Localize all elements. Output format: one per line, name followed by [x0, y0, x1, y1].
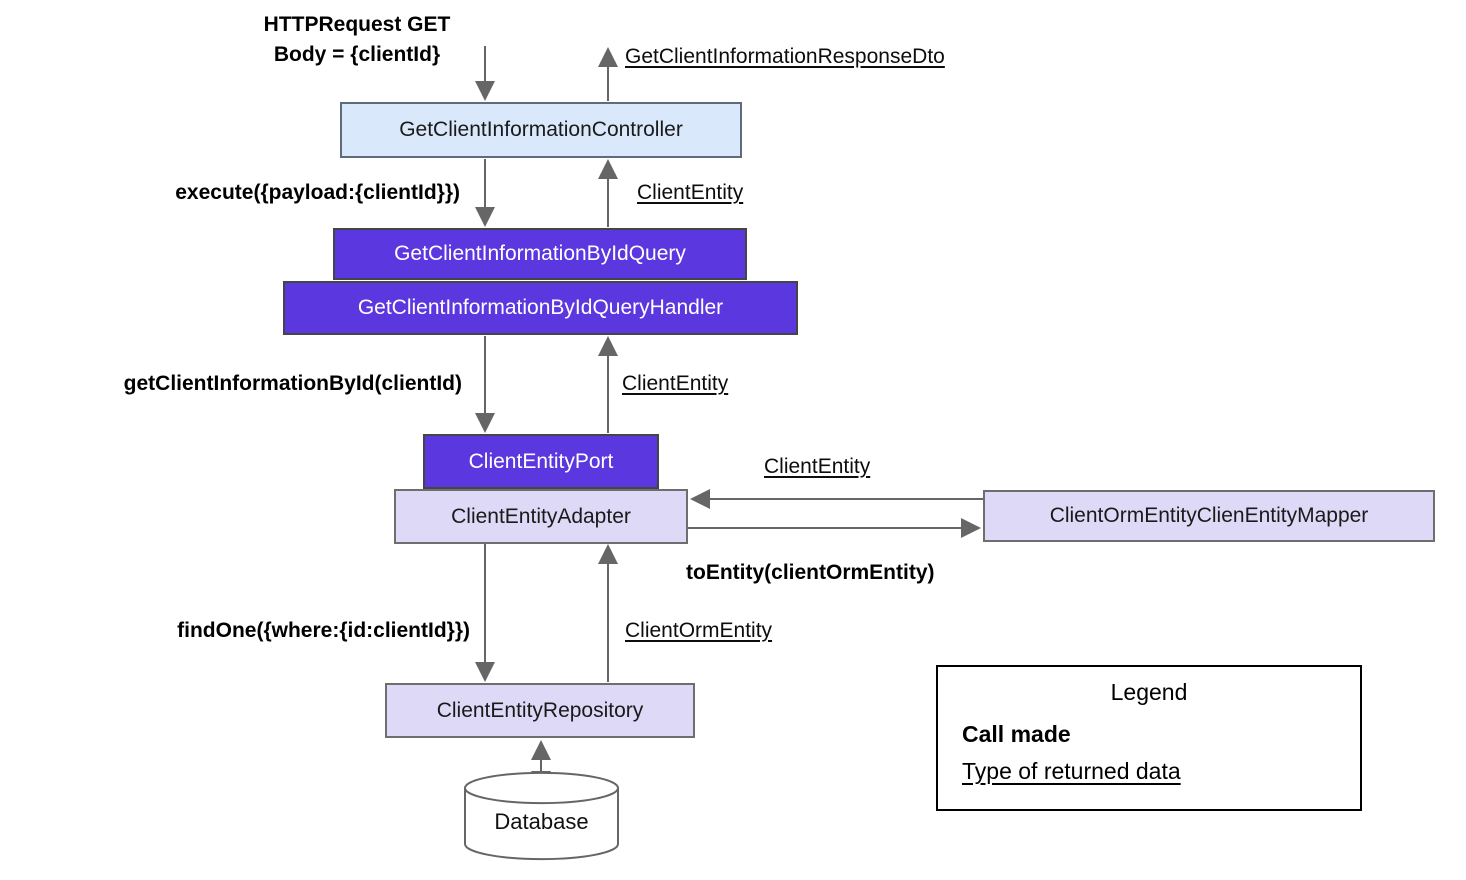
legend-title: Legend — [1110, 679, 1188, 705]
return-label-cliententity-adapter: ClientEntity — [764, 455, 871, 478]
call-label-execute: execute({payload:{clientId}}) — [175, 181, 460, 204]
legend-box: Legend Call made Type of returned data — [936, 665, 1362, 811]
http-request-label: HTTPRequest GET Body = {clientId} — [236, 10, 478, 70]
return-label-clientormentity: ClientOrmEntity — [625, 619, 773, 642]
database-node: Database — [463, 771, 620, 861]
database-cylinder-icon — [464, 771, 619, 861]
legend-returned-data: Type of returned data — [962, 758, 1181, 784]
port-node: ClientEntityPort — [423, 434, 659, 489]
http-request-line2: Body = {clientId} — [273, 43, 441, 66]
http-request-line1: HTTPRequest GET — [263, 13, 451, 36]
return-label-cliententity-controller: ClientEntity — [637, 181, 744, 204]
return-label-response-dto: GetClientInformationResponseDto — [625, 45, 945, 68]
legend-call-made: Call made — [962, 721, 1071, 747]
query-node: GetClientInformationByIdQuery — [333, 228, 747, 280]
call-label-getclientinformationbyid: getClientInformationById(clientId) — [123, 372, 462, 395]
adapter-node: ClientEntityAdapter — [394, 489, 688, 544]
call-label-findone: findOne({where:{id:clientId}}) — [177, 619, 470, 642]
database-label: Database — [494, 809, 589, 834]
controller-node: GetClientInformationController — [340, 102, 742, 158]
return-label-cliententity-handler: ClientEntity — [622, 372, 729, 395]
repository-node: ClientEntityRepository — [385, 683, 695, 738]
call-label-toentity: toEntity(clientOrmEntity) — [686, 561, 935, 584]
query-handler-node: GetClientInformationByIdQueryHandler — [283, 281, 798, 335]
mapper-node: ClientOrmEntityClienEntityMapper — [983, 490, 1435, 542]
